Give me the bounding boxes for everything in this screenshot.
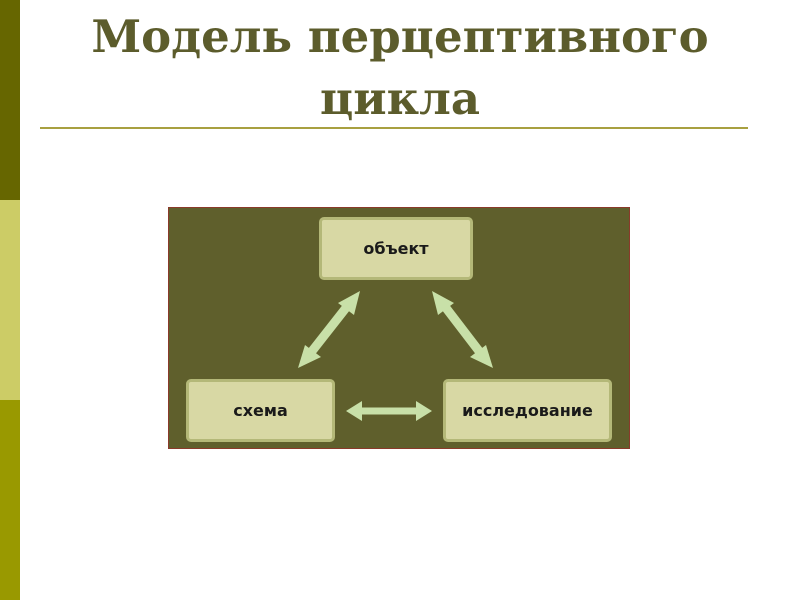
node-exploration: исследование: [443, 379, 612, 442]
slide-title: Модель перцептивного цикла: [91, 10, 709, 125]
node-object: объект: [319, 217, 473, 280]
node-schema: схема: [186, 379, 335, 442]
diagram-arrows: [298, 291, 493, 421]
sidebar-stripe-bottom: [0, 400, 20, 600]
title-underline: [40, 127, 748, 129]
arrow-schema-object: [298, 291, 360, 368]
perceptual-cycle-diagram: объект схема исследование: [168, 207, 630, 449]
sidebar-stripe-middle: [0, 200, 20, 400]
arrow-object-exploration: [432, 291, 493, 368]
sidebar-stripe-top: [0, 0, 20, 200]
arrow-schema-exploration: [346, 401, 432, 421]
